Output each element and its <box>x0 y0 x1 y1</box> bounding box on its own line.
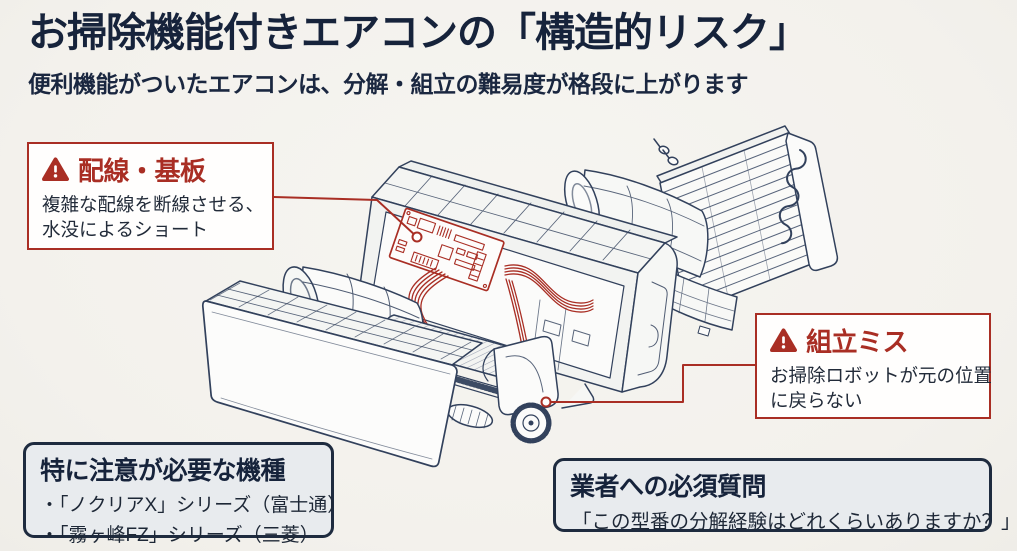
callout-assembly-title-row: 組立ミス <box>770 322 976 359</box>
callout-wiring-title: 配線・基板 <box>78 156 206 186</box>
model-item-nocria-x: ・「ノクリアX」シリーズ（富士通） <box>40 495 347 516</box>
callout-wiring-line-1: 複雑な配線を断線させる、 <box>42 194 265 215</box>
caution-models-title: 特に注意が必要な機種 <box>40 457 286 485</box>
page-title: お掃除機能付きエアコンの「構造的リスク」 <box>28 11 809 55</box>
callout-connectors <box>273 196 756 408</box>
callout-wiring-line-2: 水没によるショート <box>42 218 208 240</box>
front-panel-part <box>201 280 483 468</box>
callout-wiring-title-row: 配線・基板 <box>42 151 259 188</box>
circuit-board-part <box>388 207 505 292</box>
vendor-question-box: 業者への必須質問 「この型番の分解経験はどれくらいありますか？」 <box>553 458 1017 533</box>
model-item-kirigamine-fz: ・「霧ヶ峰FZ」シリーズ（三菱） <box>40 525 319 546</box>
callout-assembly-miss: 組立ミス お掃除ロボットが元の位置 に戻らない <box>755 313 993 419</box>
callout-wiring-board: 配線・基板 複雑な配線を断線させる、 水没によるショート <box>27 142 274 250</box>
vendor-question-text: 「この型番の分解経験はどれくらいありますか？」 <box>572 511 1017 533</box>
callout-wiring-body: 複雑な配線を断線させる、 水没によるショート <box>42 193 265 242</box>
callout-assembly-line-2: に戻らない <box>770 389 863 411</box>
callout-assembly-title: 組立ミス <box>806 327 909 357</box>
callout-assembly-body: お掃除ロボットが元の位置 に戻らない <box>770 364 993 413</box>
page-subtitle: 便利機能がついたエアコンは、分解・組立の難易度が格段に上がります <box>28 71 749 97</box>
header: お掃除機能付きエアコンの「構造的リスク」 便利機能がついたエアコンは、分解・組立… <box>28 10 809 99</box>
callout-assembly-line-1: お掃除ロボットが元の位置 <box>770 365 993 386</box>
warning-triangle-icon <box>42 157 69 182</box>
caution-models-box: 特に注意が必要な機種 ・「ノクリアX」シリーズ（富士通） ・「霧ヶ峰FZ」シリー… <box>23 442 347 546</box>
vendor-question-title: 業者への必須質問 <box>570 473 767 501</box>
warning-triangle-icon <box>770 328 797 353</box>
